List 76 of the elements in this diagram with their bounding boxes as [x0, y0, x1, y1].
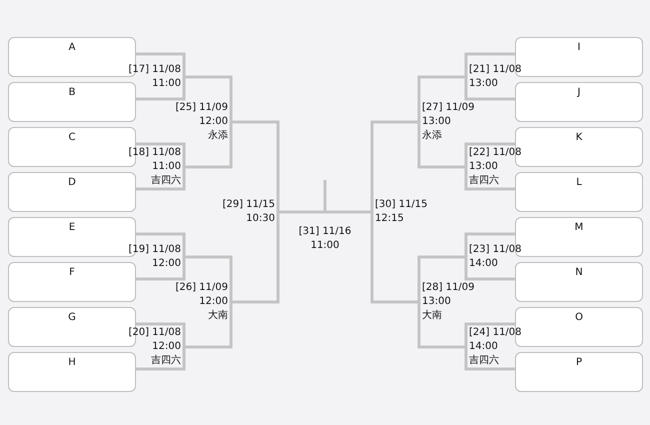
- match-time: 14:00: [469, 257, 498, 271]
- bracket-line: [354, 210, 372, 214]
- venue-name: 吉四六: [469, 354, 499, 368]
- match-time: 12:00: [152, 340, 181, 354]
- bracket-line: [418, 122, 466, 168]
- team-box: D: [8, 172, 136, 212]
- match-time: 11:00: [152, 77, 181, 91]
- match-date: [19] 11/08: [128, 243, 181, 257]
- bracket-line: [418, 302, 466, 348]
- venue-name: 吉四六: [151, 174, 181, 188]
- team-box: P: [515, 352, 643, 392]
- venue-name: 永添: [422, 129, 442, 143]
- team-box: N: [515, 262, 643, 302]
- match-date: [29] 11/15: [222, 198, 275, 212]
- match-time: 12:00: [152, 257, 181, 271]
- match-time: 13:00: [422, 115, 451, 129]
- bracket-line: [370, 212, 419, 304]
- match-date: [21] 11/08: [469, 63, 522, 77]
- match-time: 13:00: [469, 160, 498, 174]
- match-time: 11:00: [152, 160, 181, 174]
- match-time: 12:00: [199, 115, 228, 129]
- bracket-line: [136, 52, 186, 77]
- match-time: 10:30: [246, 212, 275, 226]
- match-date: [30] 11/15: [375, 198, 428, 212]
- match-time: 13:00: [469, 77, 498, 91]
- bracket-line: [136, 322, 186, 347]
- venue-name: 吉四六: [469, 174, 499, 188]
- bracket-line: [184, 302, 232, 348]
- bracket-line: [136, 77, 186, 100]
- match-time: 12:00: [199, 295, 228, 309]
- bracket-line: [136, 232, 186, 257]
- match-date: [24] 11/08: [469, 326, 522, 340]
- bracket-line: [464, 232, 515, 257]
- team-box: H: [8, 352, 136, 392]
- bracket-line: [370, 120, 419, 212]
- bracket-line: [464, 167, 515, 190]
- match-date: [18] 11/08: [128, 146, 181, 160]
- bracket-line: [184, 122, 232, 168]
- bracket-line: [184, 256, 232, 302]
- bracket-line: [231, 120, 280, 212]
- team-box: L: [515, 172, 643, 212]
- match-date: [28] 11/09: [422, 281, 475, 295]
- match-date: [22] 11/08: [469, 146, 522, 160]
- match-date: [27] 11/09: [422, 101, 475, 115]
- match-date: [23] 11/08: [469, 243, 522, 257]
- bracket-line: [464, 347, 515, 370]
- venue-name: 永添: [208, 129, 228, 143]
- bracket-line: [136, 167, 186, 190]
- match-date: [20] 11/08: [128, 326, 181, 340]
- match-date: [26] 11/09: [175, 281, 228, 295]
- bracket-line: [418, 76, 466, 122]
- bracket-line: [136, 257, 186, 280]
- match-date: [17] 11/08: [128, 63, 181, 77]
- bracket-line: [464, 52, 515, 77]
- bracket-line: [136, 142, 186, 167]
- match-time: 12:15: [375, 212, 404, 226]
- match-time: 14:00: [469, 340, 498, 354]
- venue-name: 大南: [422, 309, 442, 323]
- bracket-line: [464, 77, 515, 100]
- bracket-line: [231, 212, 280, 304]
- match-date: [31] 11/16: [298, 225, 352, 239]
- bracket-line: [418, 256, 466, 302]
- match-date: [25] 11/09: [175, 101, 228, 115]
- team-box: J: [515, 82, 643, 122]
- team-box: F: [8, 262, 136, 302]
- team-box: B: [8, 82, 136, 122]
- match-time: 11:00: [310, 239, 340, 253]
- bracket-line: [278, 210, 296, 214]
- bracket-line: [464, 142, 515, 167]
- venue-name: 吉四六: [151, 354, 181, 368]
- match-time: 13:00: [422, 295, 451, 309]
- bracket-line: [464, 322, 515, 347]
- venue-name: 大南: [208, 309, 228, 323]
- bracket-line: [464, 257, 515, 280]
- bracket-line: [136, 347, 186, 370]
- bracket-line: [184, 76, 232, 122]
